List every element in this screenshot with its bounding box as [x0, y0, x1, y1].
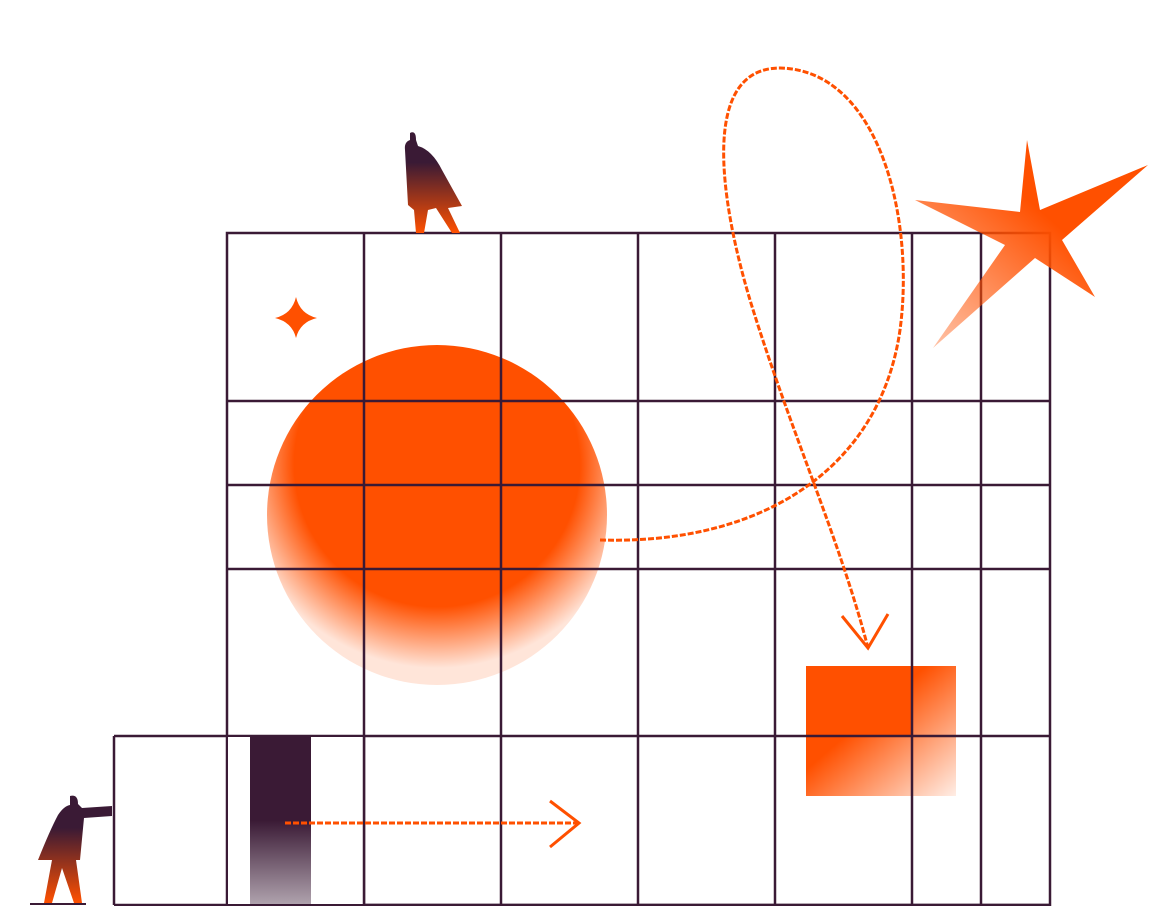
orange-circle [267, 345, 607, 685]
loop-arrow-icon [599, 66, 905, 649]
dark-bar [250, 736, 311, 905]
person-standing-icon [404, 132, 462, 233]
star-burst-icon [915, 140, 1148, 348]
orange-square-solid [806, 666, 912, 736]
person-pushing-icon [38, 795, 112, 903]
sparkle-icon [275, 297, 317, 338]
arrow-right-icon [285, 799, 582, 849]
